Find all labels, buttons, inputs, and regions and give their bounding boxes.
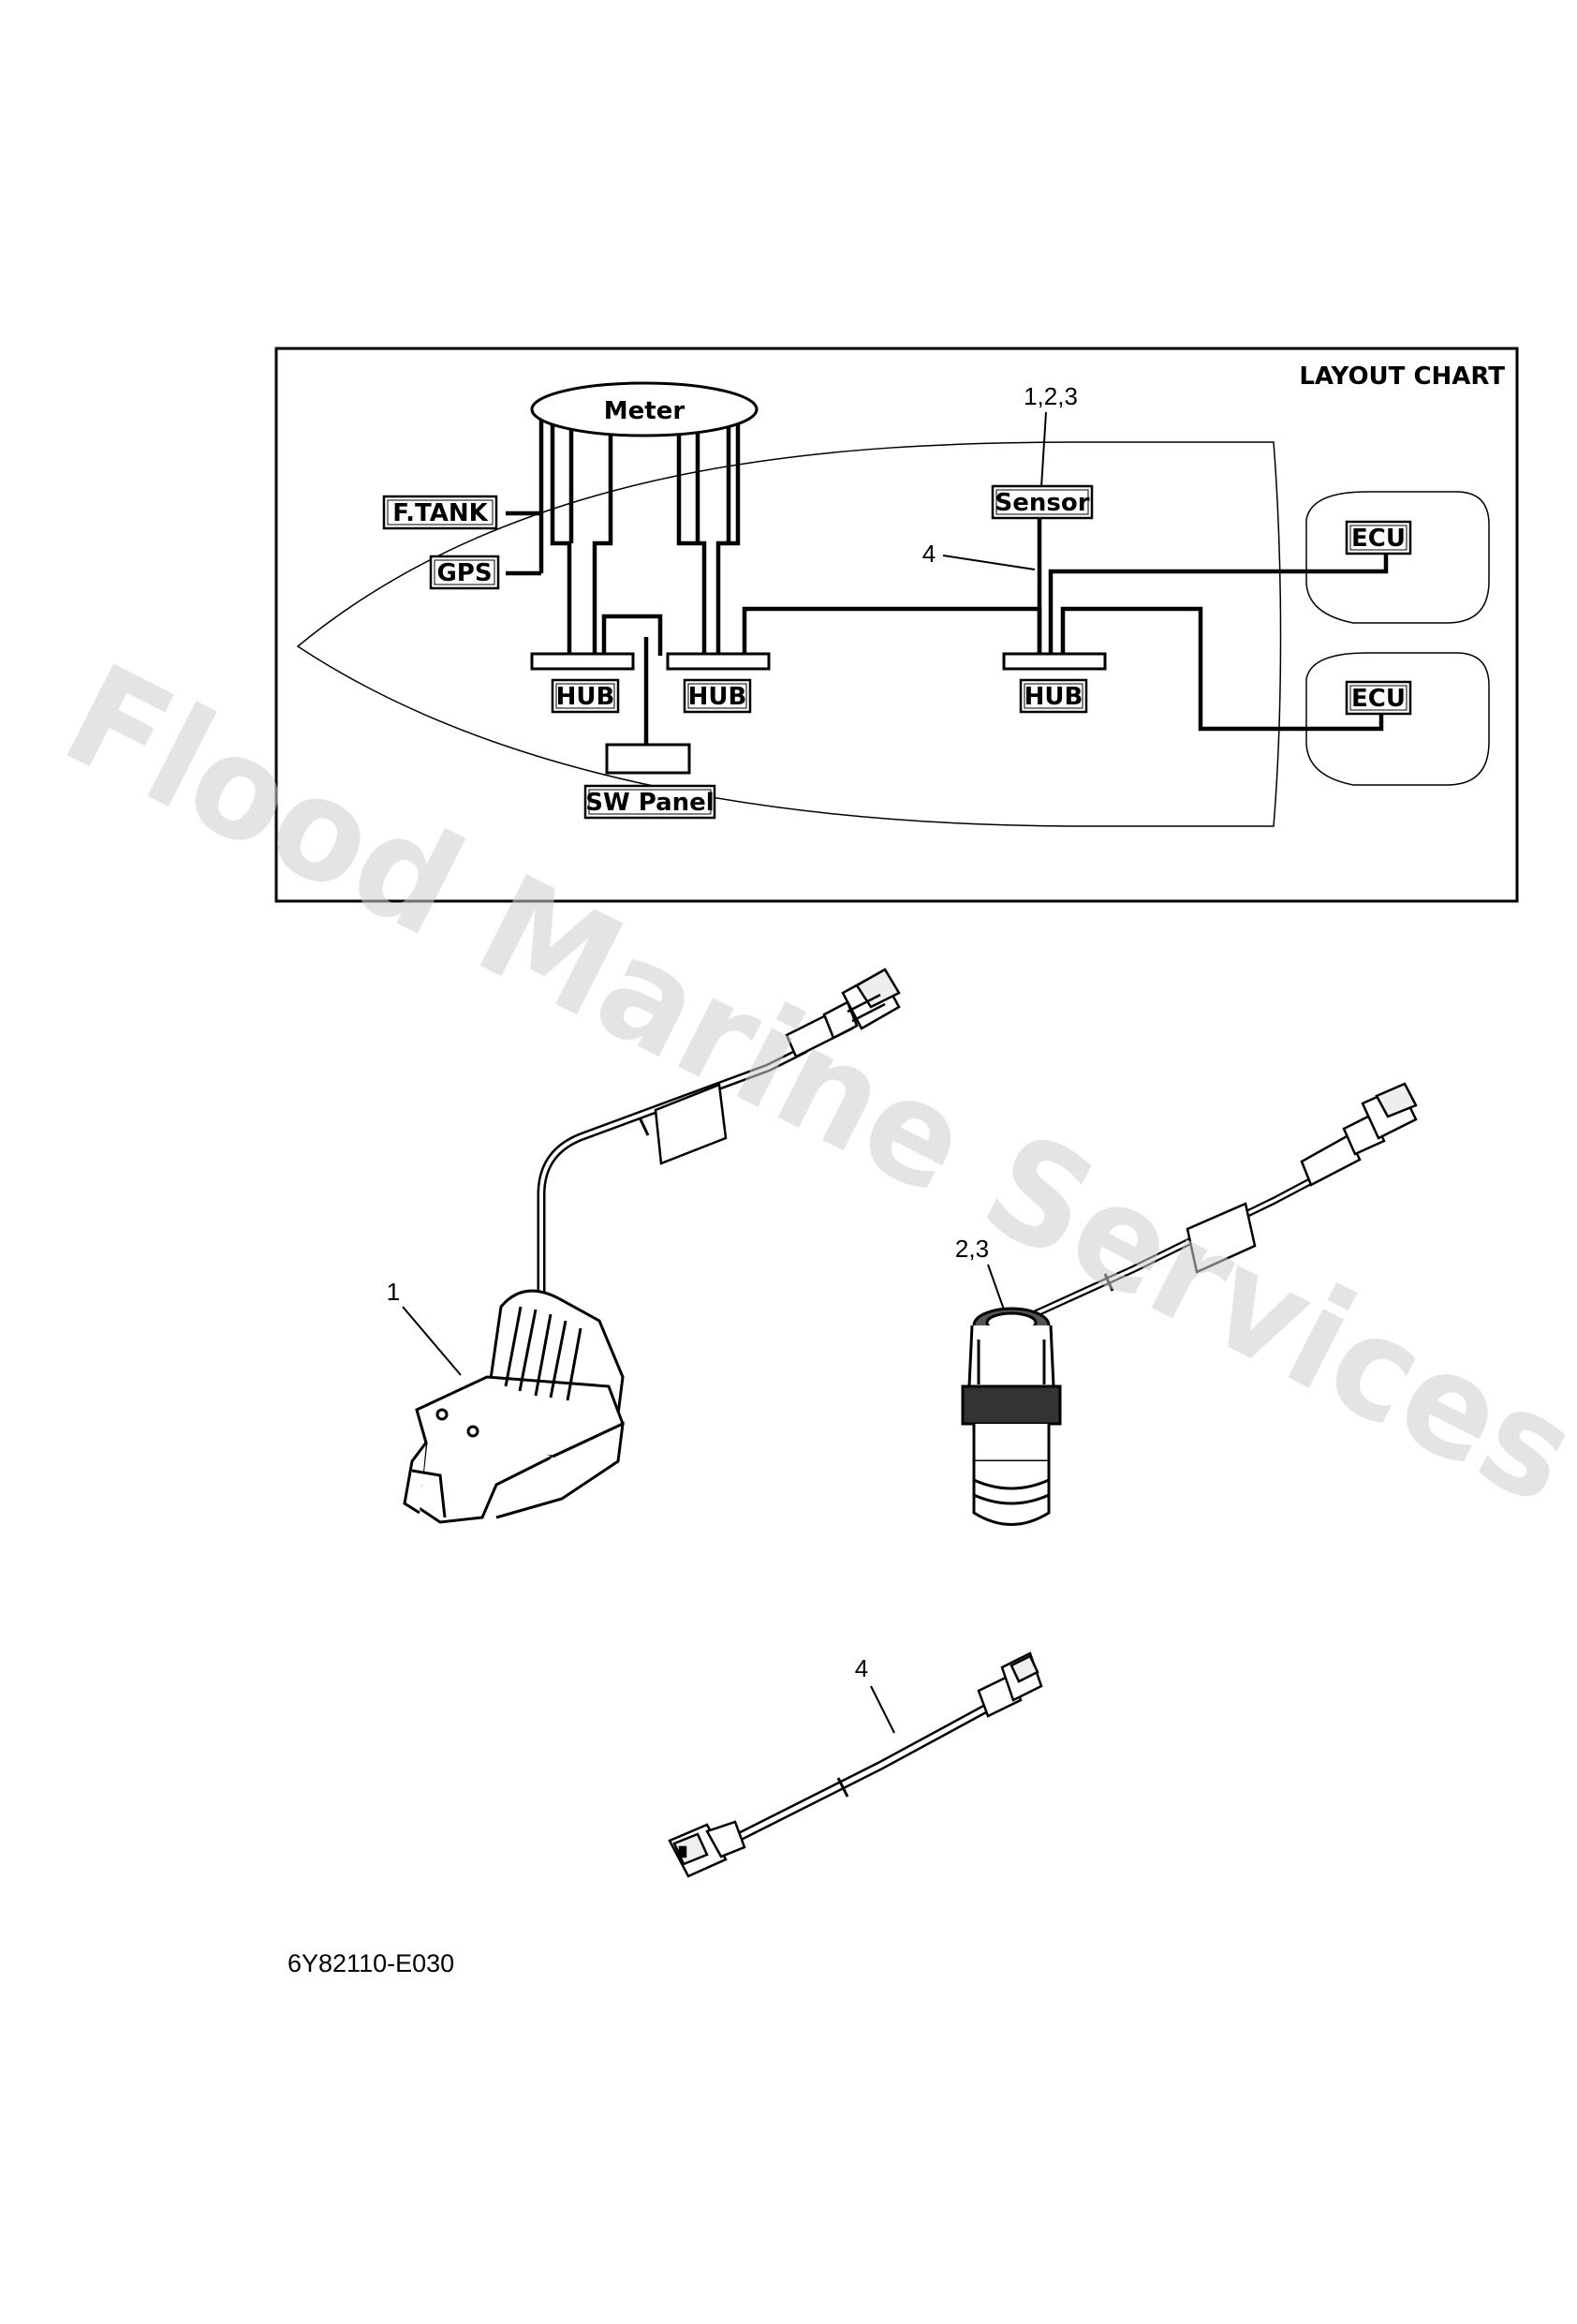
engine-outline-lower (1305, 652, 1490, 786)
ecu-box-upper (1345, 520, 1412, 555)
hub-label-3: HUB (1024, 683, 1083, 711)
boat-hull-outline (296, 441, 1282, 827)
part-23-sensor: 2,3 (955, 1082, 1418, 1526)
hub-bar-2 (666, 652, 771, 671)
sensor-callout: 1,2,3 (1024, 382, 1078, 410)
sensor-label: Sensor (995, 489, 1089, 517)
part-1-cable-tie (638, 1117, 650, 1136)
switch-panel-node (605, 743, 691, 775)
part-4-cable-tie (836, 1777, 849, 1798)
part-23-cable-tie (1103, 1273, 1114, 1292)
switch-panel-box (583, 784, 716, 820)
part-23-callout: 2,3 (955, 1235, 989, 1263)
meter-label: Meter (604, 397, 685, 425)
gps-label: GPS (436, 559, 492, 587)
part-1-connector (785, 968, 901, 1058)
hub-box-1 (551, 678, 620, 714)
layout-chart-title: LAYOUT CHART (1299, 363, 1505, 391)
hub-bar-1 (530, 652, 635, 671)
part-4-leader (870, 1685, 895, 1734)
hub-box-2-inner (687, 683, 747, 709)
part-23-body (961, 1307, 1062, 1526)
sensor-callout-leader (1040, 411, 1047, 488)
part-1-transducer: 1 (387, 968, 901, 1524)
meter-node (530, 381, 759, 437)
part-23-cable-core (1029, 1164, 1340, 1318)
part-4-connector-left (668, 1820, 746, 1878)
part-4-callout: 4 (855, 1654, 868, 1682)
ecu-box-lower-inner (1349, 685, 1408, 711)
part-1-label-tag (654, 1083, 728, 1165)
fuel-tank-box-inner (387, 499, 494, 525)
fuel-tank-label: F.TANK (392, 499, 488, 527)
hub-box-3 (1019, 678, 1088, 714)
switch-panel-label: SW Panel (585, 789, 714, 817)
fuel-tank-box (382, 495, 498, 530)
part-23-label-tag (1186, 1202, 1257, 1274)
ecu-box-lower (1345, 680, 1412, 716)
ecu-label-upper: ECU (1351, 525, 1406, 553)
gps-box-inner (434, 559, 495, 585)
hub-label-1: HUB (556, 683, 615, 711)
switch-panel-box-inner (588, 789, 712, 815)
hub-label-2: HUB (688, 683, 747, 711)
part-1-callout: 1 (387, 1278, 400, 1306)
sensor-box-inner (995, 489, 1089, 515)
figure-code: 6Y82110-E030 (287, 1949, 454, 1977)
part-1-body (403, 1289, 625, 1524)
ecu-label-lower: ECU (1351, 685, 1406, 713)
hub-box-3-inner (1024, 683, 1083, 709)
hub-box-2 (683, 678, 752, 714)
cable-callout: 4 (922, 540, 936, 568)
hub-bar-3 (1002, 652, 1107, 671)
gps-box (429, 555, 500, 590)
network-wiring (506, 420, 1389, 745)
part-4-connector-right (977, 1651, 1043, 1718)
part-1-cable-core (539, 1047, 806, 1307)
layout-chart: LAYOUT CHART (274, 347, 1519, 903)
hub-box-1-inner (555, 683, 615, 709)
part-23-leader (987, 1264, 1005, 1310)
watermark-text: Flood Marine Services (41, 634, 1577, 1536)
ecu-box-upper-inner (1349, 525, 1408, 551)
cable-callout-leader (942, 555, 1036, 570)
engine-outline-upper (1305, 491, 1490, 624)
layout-chart-frame (274, 347, 1519, 903)
part-23-connector (1300, 1082, 1418, 1187)
part-1-fins (504, 1306, 582, 1401)
part-4-cable-assembly: 4 (668, 1651, 1043, 1878)
part-1-leader (402, 1306, 462, 1376)
sensor-box (991, 484, 1094, 520)
